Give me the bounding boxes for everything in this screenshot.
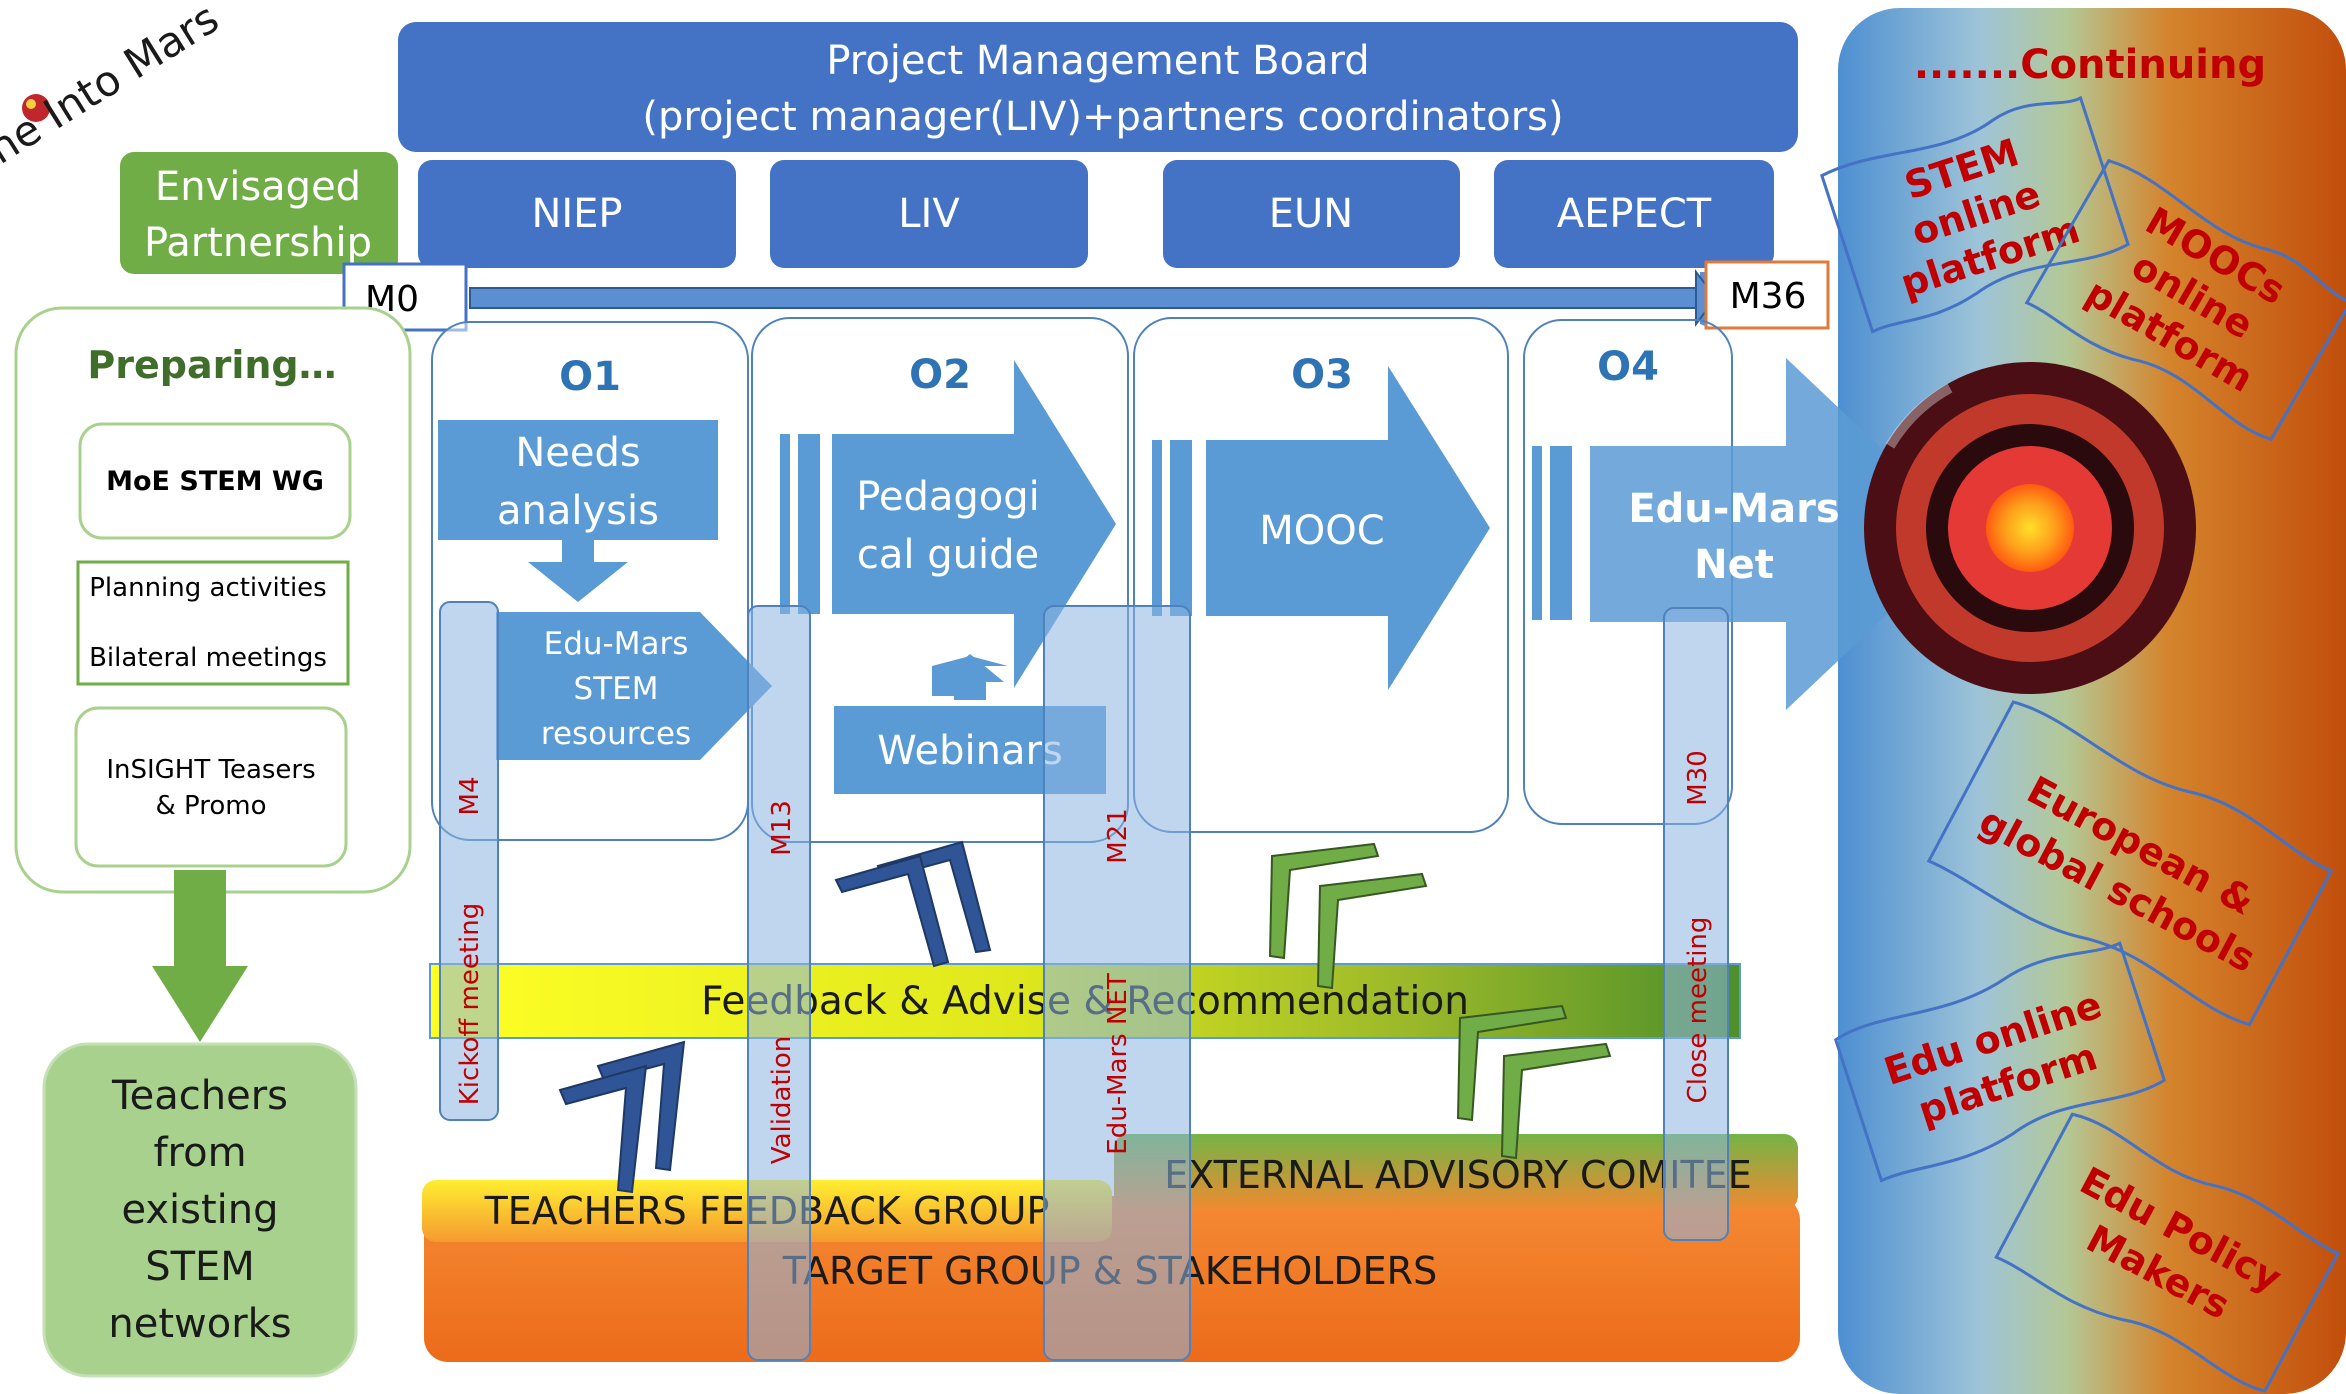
continuing-panel bbox=[1838, 8, 2346, 1394]
edu-mars-net-label: Edu-Mars NET bbox=[1103, 973, 1133, 1155]
svg-text:LIV: LIV bbox=[898, 191, 960, 237]
svg-text:EUN: EUN bbox=[1269, 191, 1353, 237]
preparing-down-arrow bbox=[152, 870, 248, 1042]
partner-liv bbox=[770, 160, 1088, 268]
logo: ne Into Mars bbox=[0, 0, 227, 173]
svg-text:from: from bbox=[153, 1130, 246, 1176]
output-o2-frame bbox=[751, 317, 1129, 843]
partner-niep bbox=[418, 160, 736, 268]
webinars-up-arrow bbox=[936, 654, 1004, 700]
milestone-m13-bar bbox=[747, 605, 811, 1361]
svg-text:Envisaged: Envisaged bbox=[155, 164, 361, 210]
mooc-arrow bbox=[1152, 366, 1490, 690]
continuing-title: .......Continuing bbox=[1914, 42, 2266, 88]
moe-stem-wg-box bbox=[78, 422, 352, 540]
stem-resources-arrow bbox=[496, 612, 772, 760]
svg-text:Net: Net bbox=[1694, 542, 1774, 588]
chevron-up-arrows-o3 bbox=[1268, 842, 1428, 990]
svg-text:existing: existing bbox=[121, 1187, 278, 1233]
needs-down-arrow bbox=[528, 540, 628, 602]
envisaged-partnership bbox=[120, 152, 398, 274]
board-title: Project Management Board bbox=[826, 38, 1369, 84]
svg-text:STEM: STEM bbox=[145, 1244, 255, 1290]
o2-label: O2 bbox=[909, 352, 971, 398]
chevron-up-arrows-advisory bbox=[1456, 1004, 1612, 1160]
svg-text:AEPECT: AEPECT bbox=[1557, 191, 1712, 237]
m13-label: M13 bbox=[767, 800, 797, 856]
banner-european-global-schools: European & global schools bbox=[1926, 700, 2334, 1027]
milestone-m21-bar bbox=[1043, 605, 1191, 1361]
preparing-title: Preparing… bbox=[87, 343, 336, 387]
svg-text:EXTERNAL ADVISORY COMITEE: EXTERNAL ADVISORY COMITEE bbox=[1164, 1153, 1751, 1197]
o3-label: O3 bbox=[1291, 352, 1353, 398]
svg-text:Edu-Mars: Edu-Mars bbox=[1628, 486, 1839, 532]
svg-text:cal guide: cal guide bbox=[857, 532, 1039, 578]
logo-text: ne Into Mars bbox=[0, 0, 227, 173]
svg-text:NIEP: NIEP bbox=[531, 191, 622, 237]
target-emblem-icon bbox=[1864, 362, 2196, 694]
svg-text:MoE STEM WG: MoE STEM WG bbox=[106, 466, 324, 497]
close-meeting-label: Close meeting bbox=[1683, 917, 1713, 1104]
needs-analysis-box bbox=[438, 420, 718, 540]
svg-text:analysis: analysis bbox=[497, 488, 659, 534]
board-subtitle: (project manager(LIV)+partners coordinat… bbox=[642, 94, 1563, 140]
m4-label: M4 bbox=[455, 777, 485, 816]
svg-text:networks: networks bbox=[108, 1301, 291, 1347]
svg-text:MOOC: MOOC bbox=[1259, 508, 1384, 554]
svg-text:M36: M36 bbox=[1730, 276, 1807, 317]
insight-teasers-box bbox=[74, 706, 348, 868]
o1-label: O1 bbox=[559, 354, 621, 400]
svg-text:Pedagogi: Pedagogi bbox=[856, 474, 1040, 520]
chevron-up-arrows-left-bottom bbox=[558, 1040, 686, 1194]
chevron-up-arrows-o2 bbox=[834, 840, 992, 968]
m21-label: M21 bbox=[1103, 808, 1133, 864]
svg-text:Teachers: Teachers bbox=[111, 1073, 288, 1119]
output-o3-frame bbox=[1133, 317, 1509, 833]
svg-text:Partnership: Partnership bbox=[144, 220, 372, 266]
partner-aepect bbox=[1494, 160, 1774, 268]
svg-text:resources: resources bbox=[541, 716, 691, 752]
svg-text:Needs: Needs bbox=[515, 430, 640, 476]
kickoff-label: Kickoff meeting bbox=[455, 903, 485, 1106]
partner-eun bbox=[1163, 160, 1460, 268]
milestone-m36 bbox=[1704, 260, 1830, 330]
svg-text:& Promo: & Promo bbox=[155, 791, 266, 821]
svg-text:Bilateral meetings: Bilateral meetings bbox=[89, 643, 327, 673]
svg-text:Edu-Mars: Edu-Mars bbox=[544, 626, 689, 662]
milestone-m4-bar bbox=[439, 601, 499, 1121]
m30-label: M30 bbox=[1683, 750, 1713, 806]
planning-box bbox=[76, 560, 350, 686]
pedagogical-guide-arrow bbox=[780, 360, 1116, 688]
svg-text:Webinars: Webinars bbox=[877, 728, 1062, 774]
external-advisory-committee bbox=[1114, 1134, 1798, 1210]
teachers-networks-box bbox=[42, 1042, 358, 1378]
project-management-board bbox=[398, 22, 1798, 152]
svg-text:InSIGHT Teasers: InSIGHT Teasers bbox=[106, 755, 315, 785]
svg-text:STEM: STEM bbox=[574, 671, 659, 707]
milestone-m30-bar bbox=[1663, 607, 1729, 1241]
o4-label: O4 bbox=[1597, 344, 1659, 390]
svg-text:Planning activities: Planning activities bbox=[89, 573, 326, 603]
validation-label: Validation bbox=[767, 1036, 797, 1164]
